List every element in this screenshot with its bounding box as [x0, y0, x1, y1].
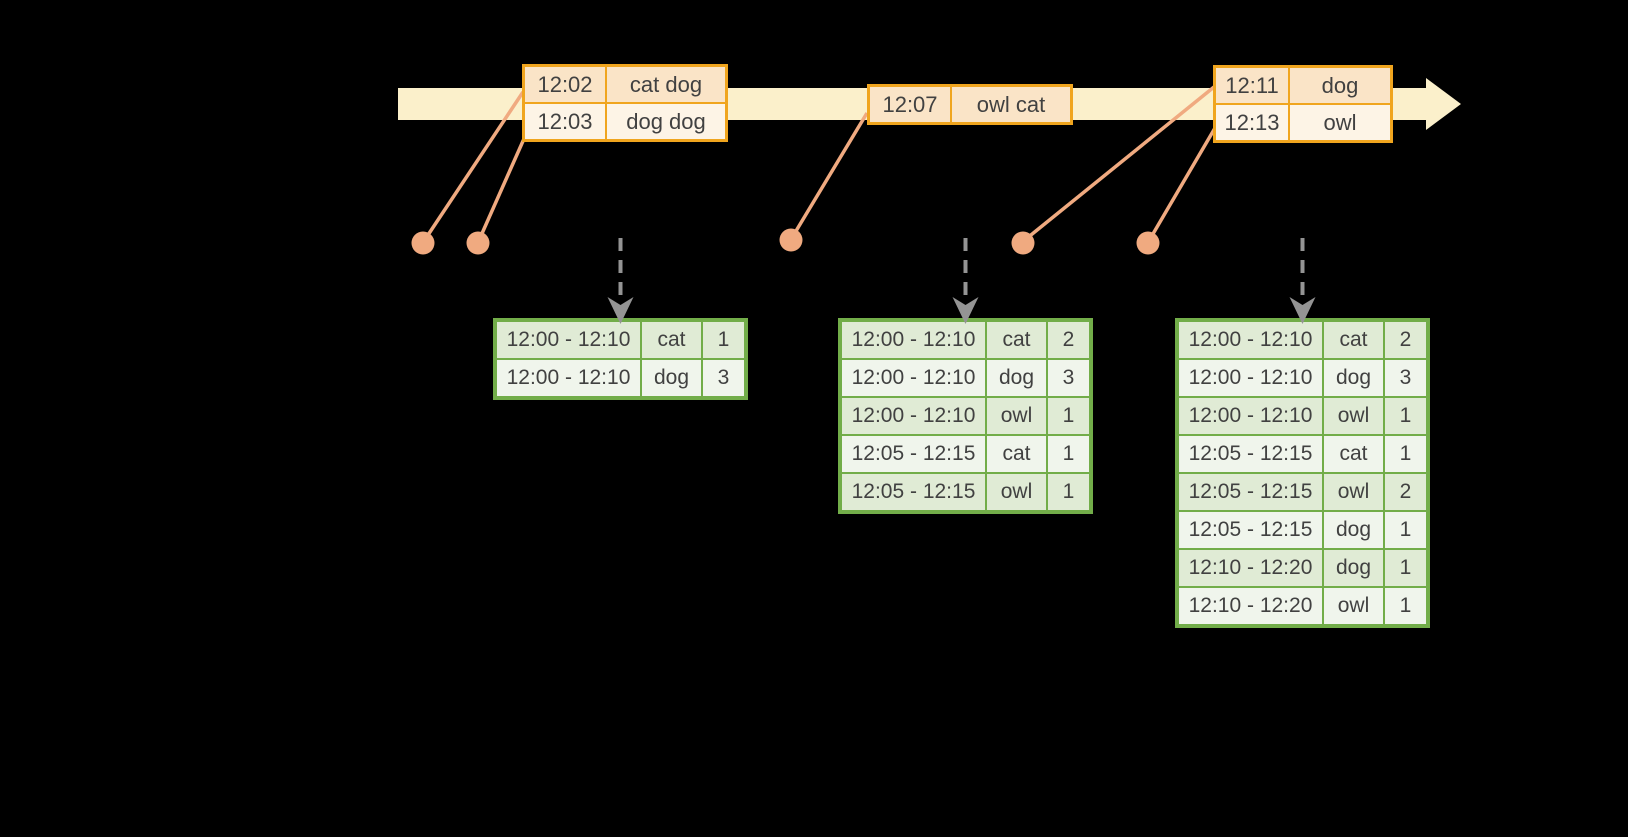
- connector-line: [478, 131, 529, 239]
- result-cell-count: 1: [1048, 474, 1089, 510]
- event-cell-time: 12:03: [525, 104, 605, 139]
- event-cell-words: owl: [1290, 105, 1390, 140]
- result-cell-window: 12:00 - 12:10: [1179, 398, 1322, 434]
- result-cell-count: 1: [703, 322, 744, 358]
- result-cell-count: 1: [1385, 550, 1426, 586]
- result-cell-window: 12:00 - 12:10: [842, 322, 985, 358]
- result-cell-word: owl: [1324, 398, 1383, 434]
- result-cell-count: 2: [1385, 474, 1426, 510]
- result-cell-word: owl: [1324, 588, 1383, 624]
- event-dot: [411, 231, 435, 255]
- result-cell-count: 1: [1385, 398, 1426, 434]
- result-cell-count: 1: [1385, 588, 1426, 624]
- timeline-arrow-head: [1426, 78, 1461, 130]
- result-cell-count: 3: [1048, 360, 1089, 396]
- event-cell-words: dog: [1290, 68, 1390, 103]
- result-cell-window: 12:10 - 12:20: [1179, 588, 1322, 624]
- result-cell-window: 12:00 - 12:10: [497, 360, 640, 396]
- result-cell-count: 3: [703, 360, 744, 396]
- result-cell-word: dog: [987, 360, 1046, 396]
- event-cell-time: 12:13: [1216, 105, 1288, 140]
- result-cell-word: cat: [987, 322, 1046, 358]
- result-cell-count: 1: [1048, 436, 1089, 472]
- event-cell-words: owl cat: [952, 87, 1070, 122]
- event-dot: [779, 228, 803, 252]
- result-cell-word: dog: [1324, 512, 1383, 548]
- result-cell-count: 1: [1385, 436, 1426, 472]
- result-cell-window: 12:05 - 12:15: [1179, 474, 1322, 510]
- connector-line: [1148, 127, 1217, 240]
- result-cell-word: dog: [642, 360, 701, 396]
- result-cell-window: 12:00 - 12:10: [842, 360, 985, 396]
- result-cell-count: 2: [1048, 322, 1089, 358]
- result-cell-window: 12:05 - 12:15: [842, 474, 985, 510]
- result-cell-word: owl: [987, 474, 1046, 510]
- result-cell-word: owl: [987, 398, 1046, 434]
- result-cell-word: cat: [1324, 322, 1383, 358]
- event-cell-words: cat dog: [607, 67, 725, 102]
- event-cell-time: 12:11: [1216, 68, 1288, 103]
- result-cell-word: dog: [1324, 550, 1383, 586]
- result-cell-window: 12:00 - 12:10: [842, 398, 985, 434]
- result-cell-window: 12:05 - 12:15: [1179, 436, 1322, 472]
- result-cell-count: 1: [1385, 512, 1426, 548]
- event-dot: [1011, 231, 1035, 255]
- connector-line: [424, 91, 525, 239]
- connector-line: [791, 112, 869, 237]
- result-cell-window: 12:05 - 12:15: [842, 436, 985, 472]
- result-cell-count: 1: [1048, 398, 1089, 434]
- event-dot: [466, 231, 490, 255]
- event-cell-time: 12:07: [870, 87, 950, 122]
- event-dot: [1136, 231, 1160, 255]
- result-cell-word: cat: [642, 322, 701, 358]
- result-cell-window: 12:00 - 12:10: [1179, 322, 1322, 358]
- event-cell-time: 12:02: [525, 67, 605, 102]
- result-cell-window: 12:10 - 12:20: [1179, 550, 1322, 586]
- result-cell-word: cat: [987, 436, 1046, 472]
- result-cell-word: cat: [1324, 436, 1383, 472]
- event-cell-words: dog dog: [607, 104, 725, 139]
- result-cell-count: 2: [1385, 322, 1426, 358]
- result-cell-window: 12:00 - 12:10: [497, 322, 640, 358]
- result-cell-word: dog: [1324, 360, 1383, 396]
- result-cell-word: owl: [1324, 474, 1383, 510]
- result-cell-count: 3: [1385, 360, 1426, 396]
- result-cell-window: 12:00 - 12:10: [1179, 360, 1322, 396]
- result-cell-window: 12:05 - 12:15: [1179, 512, 1322, 548]
